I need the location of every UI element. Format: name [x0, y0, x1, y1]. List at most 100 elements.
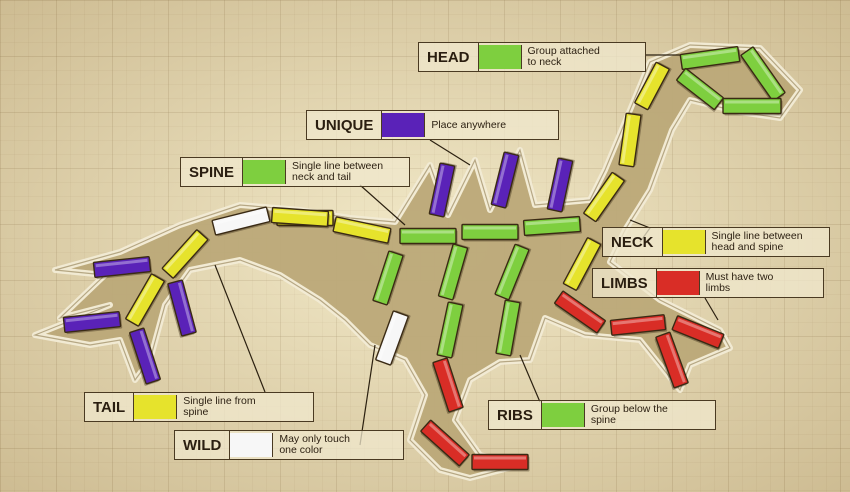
bone-piece-spine[interactable] — [399, 227, 458, 246]
legend-title: LIMBS — [593, 269, 657, 297]
legend-spine: SPINE Single line between neck and tail — [180, 157, 410, 187]
leader-line — [214, 264, 266, 393]
legend-limbs: LIMBS Must have two limbs — [592, 268, 824, 298]
bone-piece-head[interactable] — [675, 68, 724, 112]
bone-highlight — [274, 209, 327, 217]
legend-head: HEAD Group attached to neck — [418, 42, 646, 72]
legend-ribs: RIBS Group below the spine — [488, 400, 716, 430]
bone-piece-unique[interactable] — [428, 162, 457, 218]
bone-piece-neck[interactable] — [583, 171, 627, 223]
bone-piece-head[interactable] — [739, 46, 786, 104]
bone-body — [679, 45, 741, 71]
bone-highlight — [402, 230, 454, 234]
bone-body — [420, 419, 470, 467]
legend-desc: Group attached to neck — [527, 45, 600, 68]
bone-piece-neck[interactable] — [618, 112, 644, 168]
legend-title: WILD — [175, 431, 231, 459]
bone-piece-tail[interactable] — [161, 229, 211, 280]
bone-piece-unique[interactable] — [62, 311, 123, 335]
bone-piece-ribs[interactable] — [494, 243, 532, 301]
leader-line — [359, 344, 376, 446]
bone-body — [372, 250, 404, 306]
bone-body — [583, 171, 625, 223]
legend-swatch — [656, 271, 700, 295]
bone-piece-ribs[interactable] — [495, 299, 523, 357]
legend-desc: Single line between head and spine — [711, 230, 803, 253]
leader-lines — [214, 54, 719, 446]
leader-line — [519, 354, 541, 403]
bone-highlight — [750, 49, 783, 94]
bone-body — [270, 206, 330, 228]
bone-piece-spine[interactable] — [522, 215, 583, 238]
bone-piece-spine[interactable] — [461, 223, 520, 242]
bone-pieces[interactable] — [62, 45, 786, 472]
bone-body — [399, 227, 457, 245]
bone-highlight — [677, 318, 722, 339]
bone-highlight — [439, 304, 453, 354]
legend-title: NECK — [603, 228, 663, 256]
bone-body — [546, 157, 574, 213]
bone-piece-tail[interactable] — [332, 216, 393, 246]
bone-piece-unique[interactable] — [92, 256, 153, 280]
bone-body — [211, 206, 271, 236]
bone-body — [62, 311, 122, 333]
legend-swatch — [662, 230, 706, 254]
bone-piece-neck[interactable] — [562, 236, 603, 291]
bone-body — [437, 243, 469, 301]
leader-line — [359, 184, 406, 226]
bone-highlight — [95, 258, 148, 268]
bone-piece-neck[interactable] — [634, 61, 672, 111]
bone-piece-ribs[interactable] — [372, 250, 406, 306]
bone-highlight — [684, 71, 721, 101]
bone-body — [332, 216, 392, 244]
legend-desc: Group below the spine — [590, 403, 668, 426]
bone-piece-wild[interactable] — [375, 309, 411, 366]
bone-body — [676, 68, 724, 110]
bone-piece-limbs[interactable] — [471, 453, 530, 472]
bone-body — [167, 279, 197, 337]
bone-piece-unique[interactable] — [128, 327, 161, 386]
bone-highlight — [549, 160, 563, 208]
bone-piece-head[interactable] — [722, 97, 783, 116]
bone-piece-limbs[interactable] — [671, 315, 725, 351]
bone-piece-limbs[interactable] — [609, 314, 668, 338]
bone-highlight — [621, 115, 631, 164]
bone-highlight — [128, 276, 155, 320]
bone-piece-unique[interactable] — [546, 157, 575, 213]
bone-highlight — [565, 240, 592, 285]
bone-body — [428, 162, 456, 218]
bone-piece-limbs[interactable] — [553, 290, 607, 336]
bone-piece-limbs[interactable] — [419, 419, 470, 469]
bone-highlight — [474, 456, 526, 460]
bone-piece-head[interactable] — [679, 45, 742, 72]
bone-body — [554, 290, 606, 334]
bone-highlight — [139, 330, 158, 380]
bone-highlight — [164, 232, 200, 271]
bone-piece-ribs[interactable] — [437, 243, 470, 301]
bone-body — [522, 215, 582, 237]
bone-highlight — [561, 293, 603, 324]
bone-highlight — [378, 313, 398, 360]
bone-highlight — [612, 316, 663, 326]
bone-piece-tail[interactable] — [125, 272, 167, 327]
bone-highlight — [65, 313, 118, 323]
legend-swatch — [243, 160, 287, 184]
bone-piece-tail[interactable] — [270, 206, 330, 229]
bone-piece-wild[interactable] — [211, 206, 272, 237]
bone-body — [436, 301, 464, 359]
legend-swatch — [541, 403, 585, 427]
bone-highlight — [637, 64, 660, 104]
bone-piece-limbs[interactable] — [654, 331, 689, 390]
bone-piece-ribs[interactable] — [436, 301, 466, 359]
bone-piece-limbs[interactable] — [431, 357, 464, 414]
legend-wild: WILD May only touch one color — [174, 430, 404, 460]
bone-highlight — [525, 218, 578, 226]
bone-piece-unique[interactable] — [490, 151, 521, 209]
bone-body — [634, 61, 670, 111]
legend-desc: Single line from spine — [183, 395, 256, 418]
bone-piece-unique[interactable] — [166, 279, 197, 338]
bone-body — [490, 151, 520, 209]
legend-title: HEAD — [419, 43, 479, 71]
